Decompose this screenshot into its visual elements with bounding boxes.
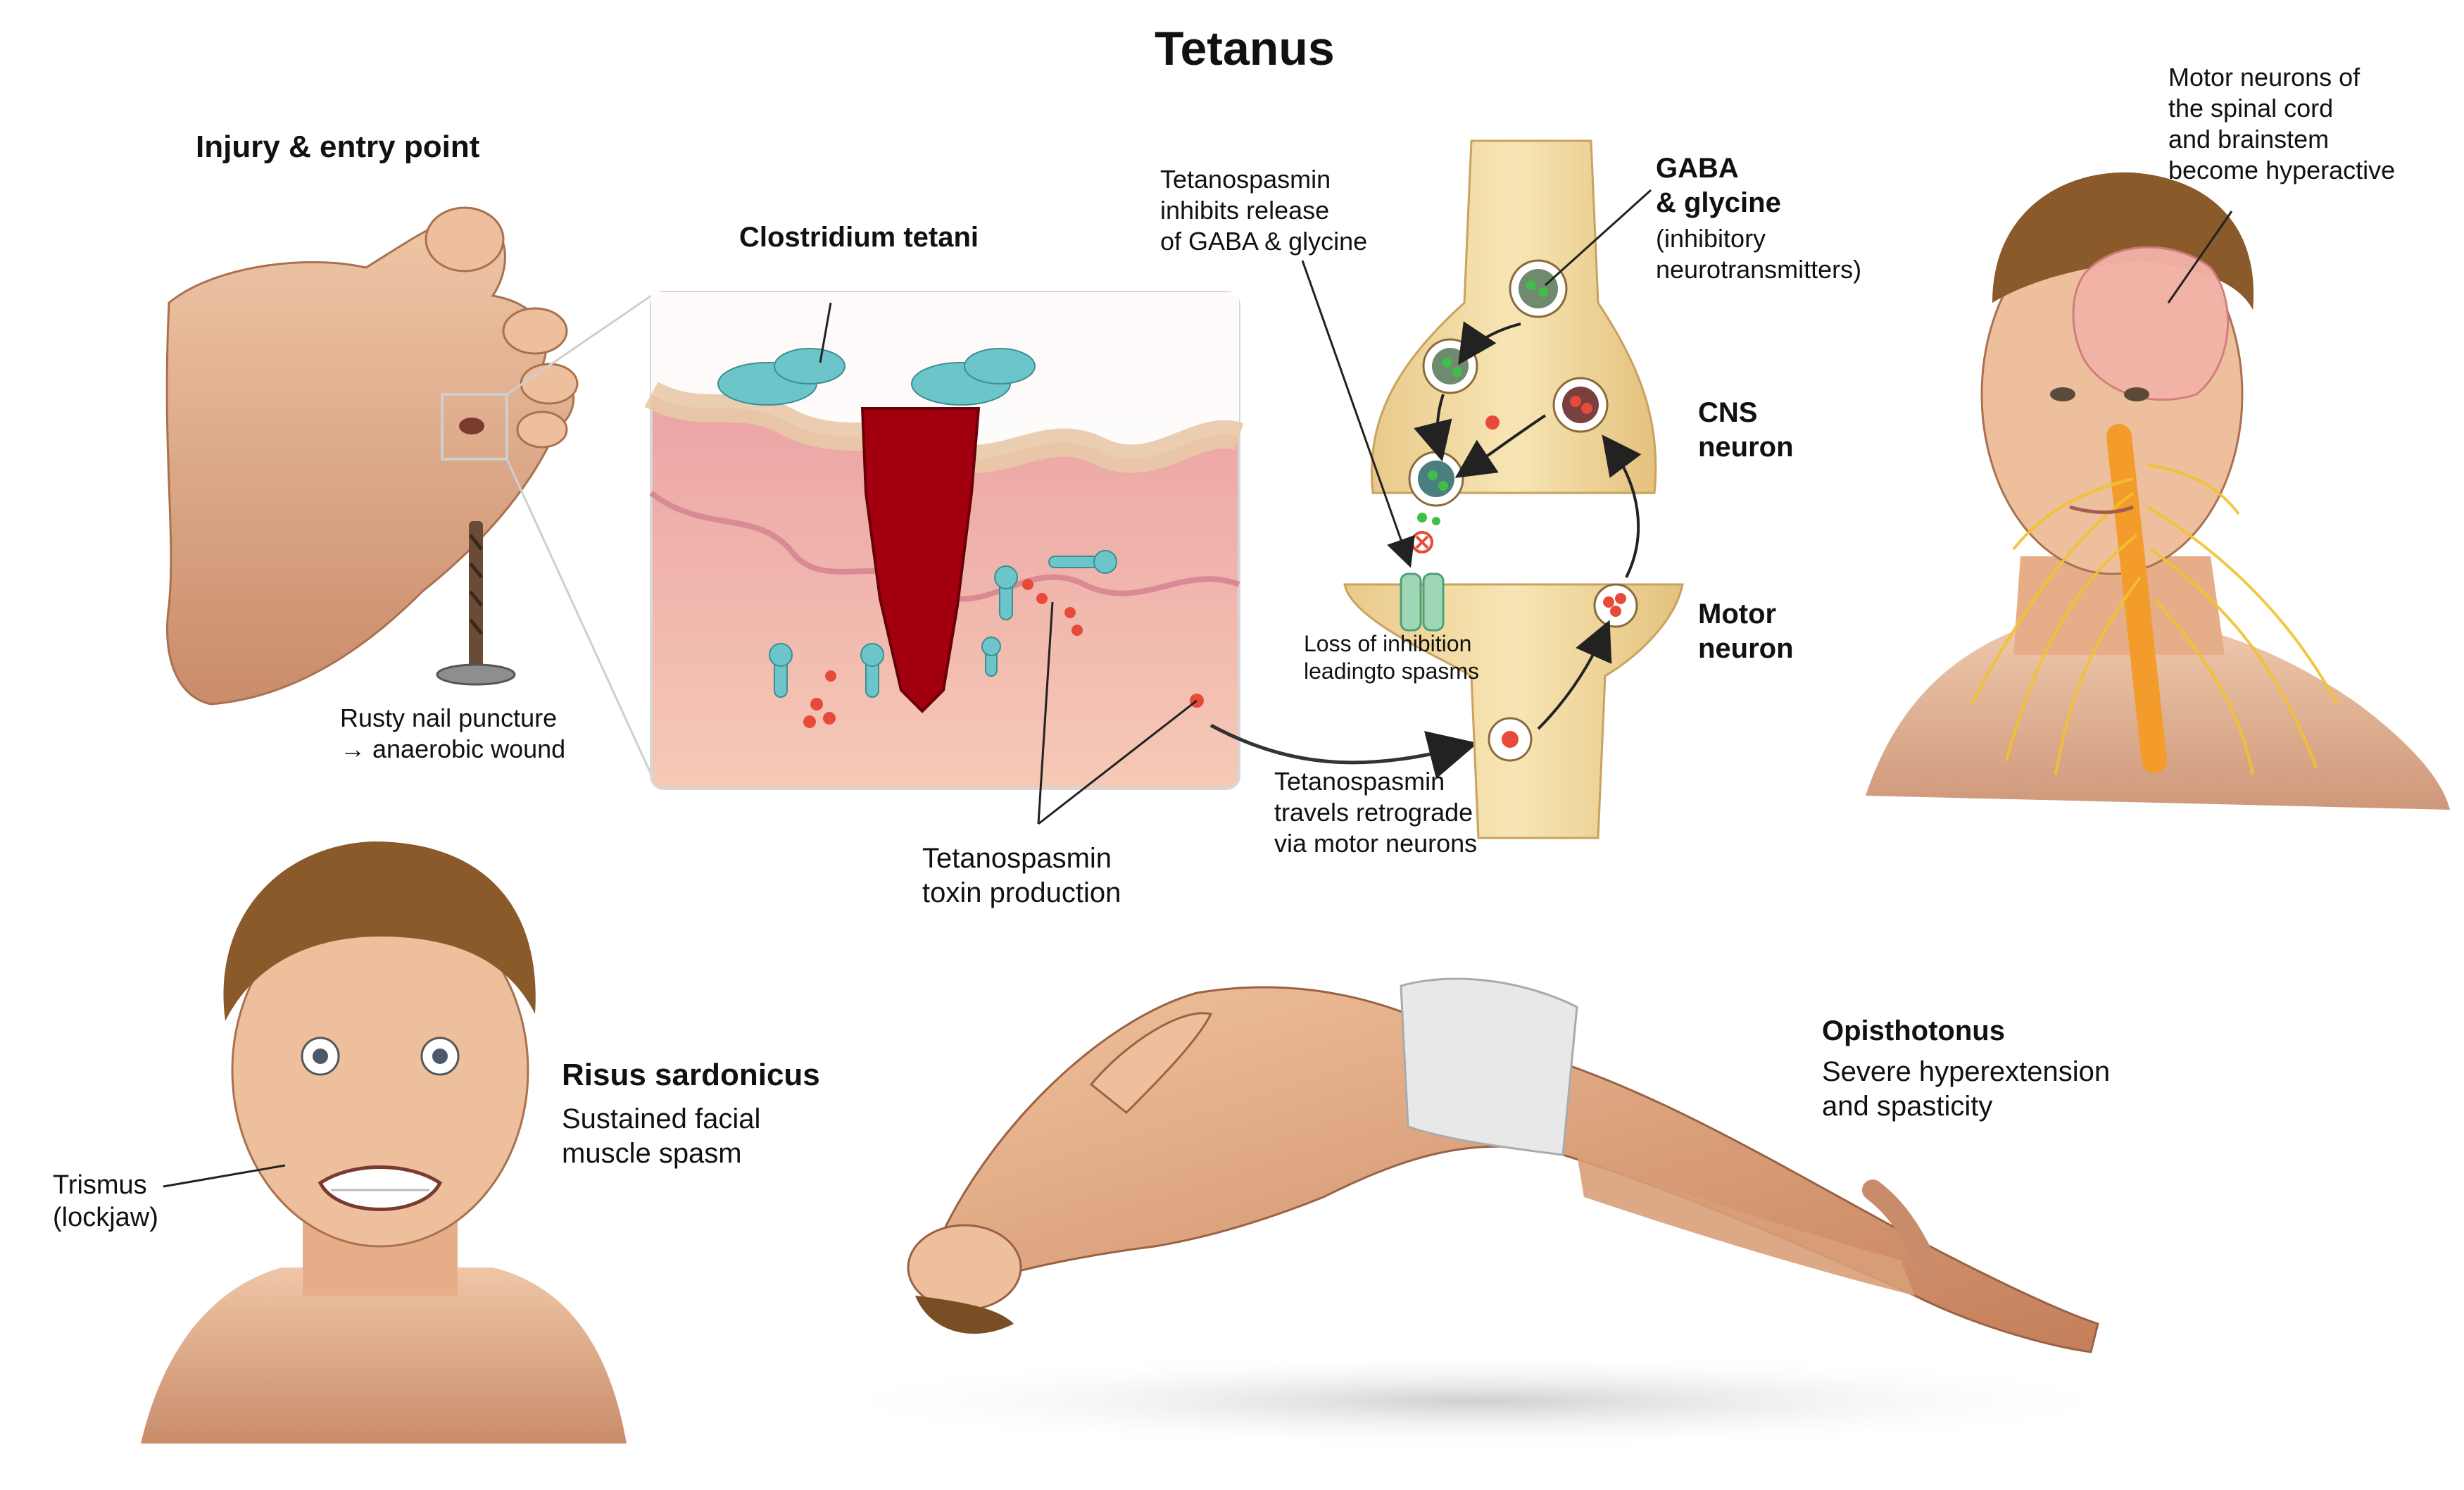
head-with-nervous-system (1866, 172, 2450, 810)
spores (769, 550, 1117, 698)
synapse-illustration (1301, 139, 1684, 839)
face-illustration (141, 841, 627, 1444)
trismus-label: Trismus (lockjaw) (53, 1170, 158, 1233)
nail-caption: Rusty nail puncture → anaerobic wound (340, 703, 566, 763)
wound-highlight-box (441, 393, 508, 461)
risus-title: Risus sardonicus (562, 1058, 820, 1092)
retrograde-caption: Tetanospasmin travels retrograde via mot… (1274, 767, 1478, 858)
opisthotonus-subtitle: Severe hyperextension and spasticity (1822, 1056, 2111, 1122)
toxin-dots (803, 579, 1204, 728)
loss-of-inhibition-caption: Loss of inhibition leadingto spasms (1304, 631, 1480, 684)
gaba-title: GABA & glycine (1656, 153, 1781, 218)
opisthotonus-illustration (810, 977, 2147, 1451)
spinal-cord-caption: Motor neurons of the spinal cord and bra… (2168, 63, 2396, 184)
foot-illustration (165, 206, 653, 775)
motor-neuron-label: Motor neuron (1698, 599, 1794, 664)
injury-heading: Injury & entry point (196, 130, 480, 164)
page-title: Tetanus (1155, 22, 1335, 75)
cns-neuron-label: CNS neuron (1698, 397, 1794, 463)
opisthotonus-title: Opisthotonus (1822, 1015, 2005, 1046)
rusty-nail (436, 521, 516, 686)
gaba-subtitle: (inhibitory neurotransmitters) (1656, 224, 1862, 284)
risus-subtitle: Sustained facial muscle spasm (562, 1103, 761, 1169)
bacteria-label: Clostridium tetani (739, 222, 979, 253)
skin-cross-section (644, 291, 1244, 790)
inhibits-note: Tetanospasmin inhibits release of GABA &… (1160, 165, 1368, 256)
bacteria-colony (717, 348, 1036, 406)
toxin-caption: Tetanospasmin toxin production (922, 843, 1121, 908)
